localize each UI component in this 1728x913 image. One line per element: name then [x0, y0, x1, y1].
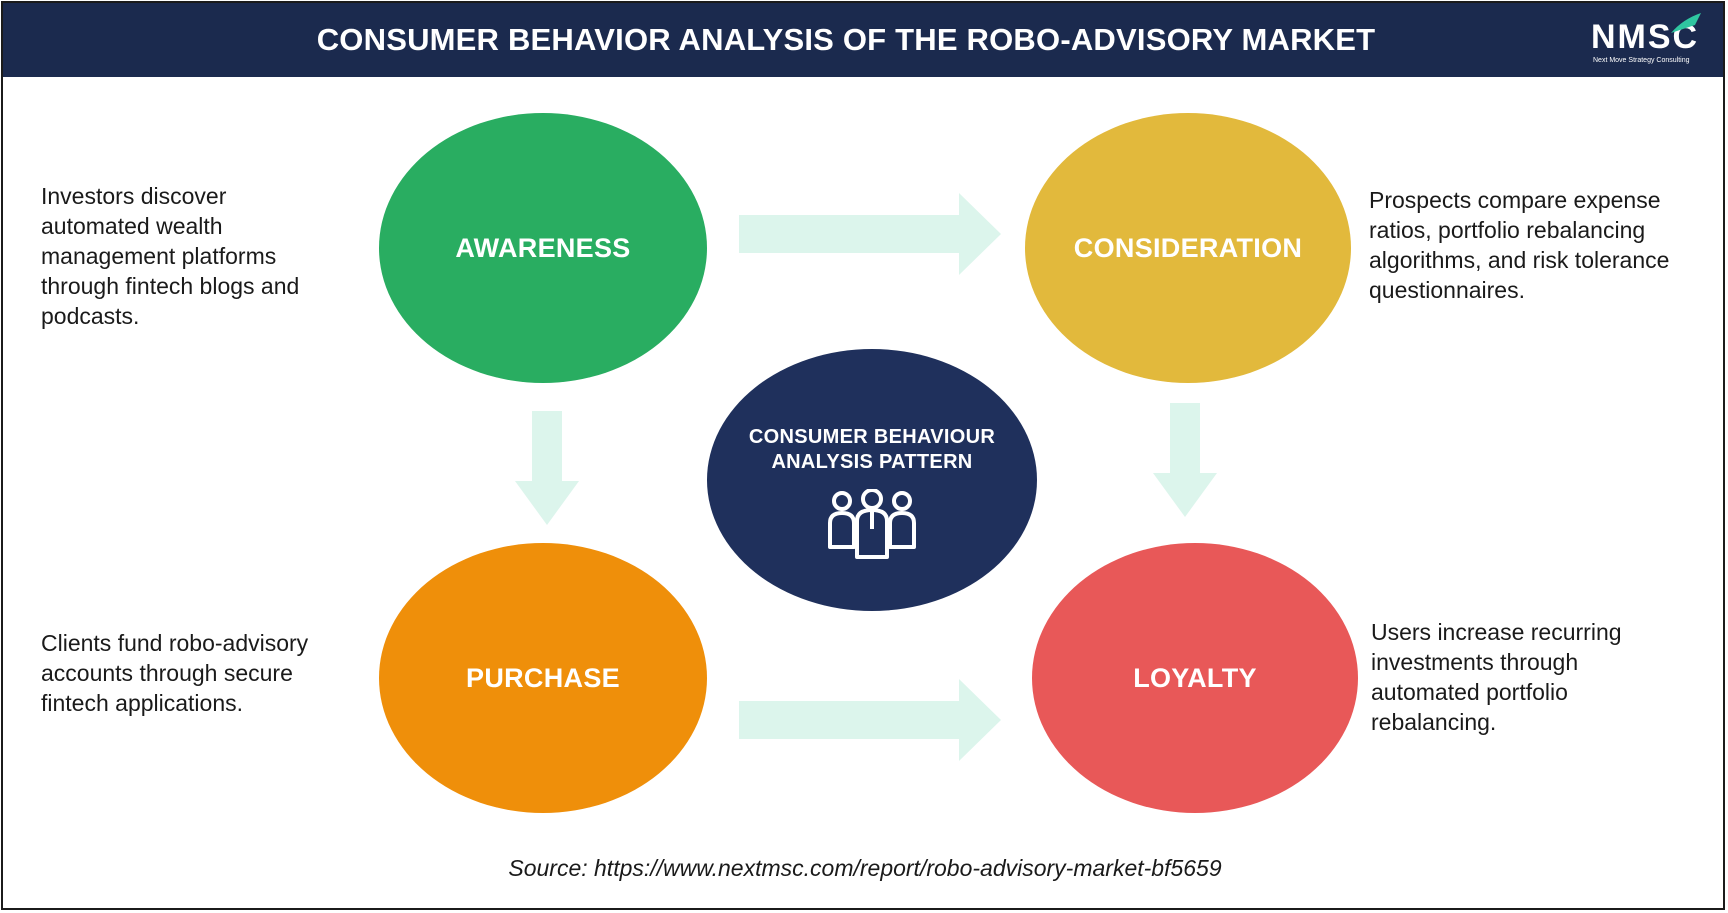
- header-bar: CONSUMER BEHAVIOR ANALYSIS OF THE ROBO-A…: [3, 3, 1723, 77]
- purchase-label: PURCHASE: [466, 662, 620, 693]
- loyalty-label: LOYALTY: [1133, 662, 1257, 693]
- arrow-awareness-to-consideration: [739, 193, 1001, 275]
- loyalty-circle: LOYALTY: [1032, 543, 1358, 813]
- nmsc-logo: NMSC Next Move Strategy Consulting: [1591, 13, 1701, 67]
- center-pattern-circle: CONSUMER BEHAVIOUR ANALYSIS PATTERN: [707, 349, 1037, 611]
- consideration-label: CONSIDERATION: [1073, 232, 1303, 263]
- consideration-circle: CONSIDERATION: [1025, 113, 1351, 383]
- arrow-purchase-to-loyalty: [739, 679, 1001, 761]
- consideration-description: Prospects compare expense ratios, portfo…: [1369, 187, 1670, 303]
- purchase-description: Clients fund robo-advisory accounts thro…: [41, 630, 309, 716]
- arrow-awareness-to-purchase: [515, 411, 579, 525]
- logo-swoosh-icon: [1671, 13, 1701, 33]
- awareness-description: Investors discover automated wealth mana…: [41, 183, 300, 329]
- source-citation: Source: https://www.nextmsc.com/report/r…: [508, 855, 1222, 881]
- awareness-label: AWARENESS: [455, 232, 631, 263]
- purchase-circle: PURCHASE: [379, 543, 707, 813]
- awareness-circle: AWARENESS: [379, 113, 707, 383]
- logo-tagline: Next Move Strategy Consulting: [1593, 57, 1690, 64]
- loyalty-description: Users increase recurring investments thr…: [1371, 619, 1622, 735]
- page-title: CONSUMER BEHAVIOR ANALYSIS OF THE ROBO-A…: [316, 22, 1376, 57]
- people-group-icon: [828, 489, 916, 559]
- arrow-consideration-to-loyalty: [1153, 403, 1217, 517]
- center-label: CONSUMER BEHAVIOUR ANALYSIS PATTERN: [748, 426, 996, 473]
